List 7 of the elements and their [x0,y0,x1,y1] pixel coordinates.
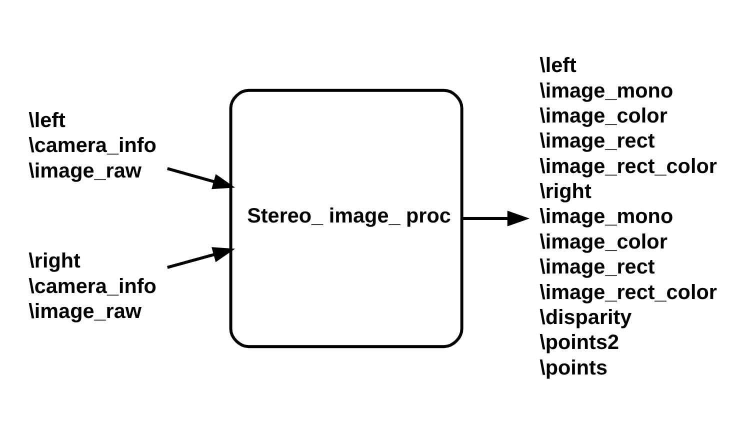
node-box: Stereo_ image_ proc [229,88,464,348]
node-text: \left \image_mono \image_color \image_rect \image_rect_color \right \image_mono \image_color \image_rect \image_rect_color \disparity \points2 \points [540,54,717,379]
node-text: \right \camera_info \image_raw [28,249,156,323]
node-text: \left \camera_info \image_raw [28,108,156,182]
arrow [166,166,236,189]
arrow [462,210,530,226]
arrow [167,246,236,268]
